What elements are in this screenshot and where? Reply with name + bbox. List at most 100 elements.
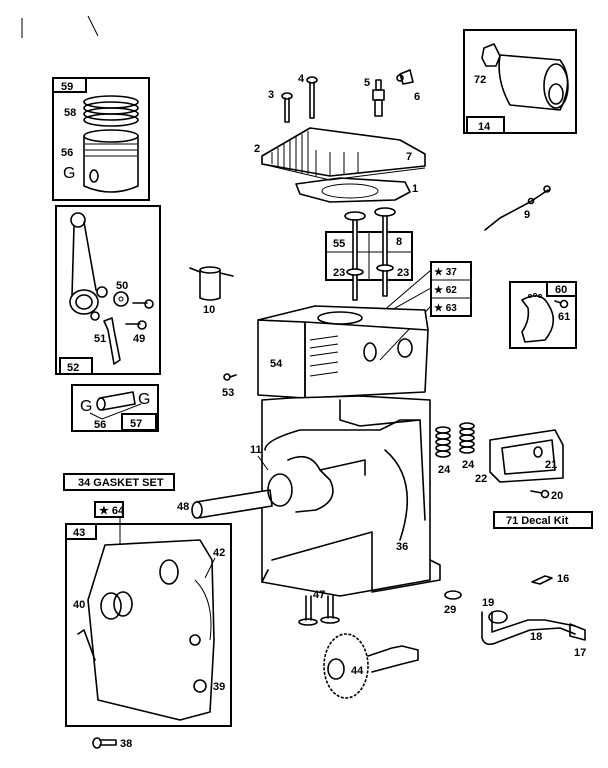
box-label-14: 14 [478, 121, 491, 133]
cylinder-kit-group[interactable]: ★ 37 ★ 62 ★ 63 [369, 261, 472, 361]
screw-61-icon [554, 299, 569, 309]
bolt-4-icon [306, 76, 318, 119]
sump-cover-icon [77, 539, 215, 721]
scan-marks [21, 15, 99, 38]
callout-23-left: 23 [333, 267, 345, 279]
cylinder-head-group[interactable]: 3 4 5 6 2 7 1 [254, 69, 426, 203]
crankshaft-icon [191, 455, 366, 519]
callout-19: 19 [482, 597, 494, 609]
sump-group[interactable]: ★ 64 43 42 40 39 [65, 501, 232, 727]
link-end [543, 185, 551, 193]
callout-62: ★ 62 [434, 285, 457, 296]
rod-cap-washer-icon [113, 291, 129, 307]
piston-pin-icon [96, 391, 136, 411]
connecting-rod-box [55, 205, 161, 375]
box-label-frame [52, 77, 87, 93]
callout-58: 58 [64, 107, 76, 119]
leader-line [257, 455, 269, 471]
piston-rings-group[interactable]: 59 58 56 G [52, 77, 150, 201]
screw-38-icon [92, 737, 117, 749]
callout-36: 36 [396, 541, 408, 553]
part-64-box [94, 501, 124, 518]
leader-line [89, 403, 142, 420]
callout-2: 2 [254, 143, 260, 155]
gasket-set-kit[interactable]: 34 GASKET SET [63, 473, 175, 491]
leader-line [204, 557, 216, 579]
breather-tube-group[interactable]: 16 19 18 17 [481, 573, 586, 659]
callout-16: 16 [557, 573, 569, 585]
cylinder-block-group[interactable]: 54 36 [257, 305, 441, 597]
spark-plug-boot-icon [396, 69, 414, 85]
part-47-group[interactable]: 47 [298, 589, 340, 626]
part-29-group[interactable]: 29 [444, 590, 462, 616]
callout-6: 6 [414, 91, 420, 103]
screw-53-icon [223, 373, 237, 381]
breaker-group[interactable]: 60 61 [509, 281, 577, 349]
callout-56: 56 [61, 147, 73, 159]
callout-7: 7 [406, 151, 412, 163]
connecting-rod-icon [69, 212, 108, 321]
box-label-43: 43 [73, 527, 85, 539]
callout-47: 47 [313, 589, 325, 601]
intake-valve-icon [344, 211, 366, 301]
camshaft-group[interactable]: 44 [323, 633, 419, 699]
pin-lock-glyph-right: G [138, 391, 150, 408]
breaker-cover-icon [521, 293, 555, 343]
exhaust-valve-icon [374, 207, 396, 297]
valve-cover-group[interactable]: 21 22 20 [475, 429, 564, 502]
callout-56: 56 [94, 419, 106, 431]
head-gasket-icon [295, 177, 411, 203]
valve-springs-group[interactable]: 24 24 [435, 422, 475, 476]
callout-20: 20 [551, 490, 563, 502]
box-label-frame [546, 281, 577, 297]
sump-box [65, 523, 232, 727]
air-cleaner-group[interactable]: 14 72 [463, 29, 577, 134]
crankshaft-group[interactable]: 11 48 [177, 444, 366, 519]
part-53-group[interactable]: 53 [222, 373, 237, 399]
callout-39: 39 [213, 681, 225, 693]
callout-63: ★ 63 [434, 303, 457, 314]
breather-tube-icon [189, 266, 234, 301]
callout-21: 21 [545, 459, 557, 471]
decal-kit-box [493, 511, 593, 529]
box-label-57: 57 [130, 418, 142, 430]
callout-37: ★ 37 [434, 267, 457, 278]
valve-spring-icon-a [435, 426, 451, 458]
callout-8: 8 [396, 236, 402, 248]
box-label-frame [466, 116, 505, 134]
cylinder-block-icon [257, 305, 441, 597]
plug-29-icon [444, 590, 462, 600]
callout-44: 44 [351, 665, 364, 677]
valves-group[interactable]: 55 8 23 23 [325, 207, 413, 301]
callout-22: 22 [475, 473, 487, 485]
callout-38: 38 [120, 738, 132, 750]
pin-lock-glyph-left: G [80, 398, 92, 415]
link-bend [527, 197, 535, 205]
air-cleaner-box [463, 29, 577, 134]
piston-pin-group[interactable]: 57 G G 56 [71, 384, 159, 432]
callout-5: 5 [364, 77, 370, 89]
part-9-group[interactable]: 9 [484, 185, 551, 231]
breaker-box [509, 281, 577, 349]
callout-1: 1 [412, 183, 418, 195]
part-10-group[interactable]: 10 [189, 266, 234, 316]
box-label-frame [121, 413, 157, 431]
box-label-frame [59, 357, 93, 375]
box-label-60: 60 [555, 284, 567, 296]
part-38-group[interactable]: 38 [92, 737, 132, 750]
decal-kit[interactable]: 71 Decal Kit [493, 511, 593, 529]
connecting-rod-group[interactable]: 52 50 49 51 [55, 205, 161, 375]
air-cleaner-icon [481, 43, 569, 111]
box-label-frame [65, 523, 97, 540]
piston-rings-icon [83, 95, 139, 127]
spark-plug-icon [372, 79, 385, 117]
tappet-icon-b [320, 595, 340, 624]
callout-54: 54 [270, 358, 283, 370]
callout-17: 17 [574, 647, 586, 659]
callout-53: 53 [222, 387, 234, 399]
callout-3: 3 [268, 89, 274, 101]
piston-rings-box [52, 77, 150, 201]
callout-11: 11 [250, 444, 262, 456]
breather-tube-icon [481, 610, 586, 646]
